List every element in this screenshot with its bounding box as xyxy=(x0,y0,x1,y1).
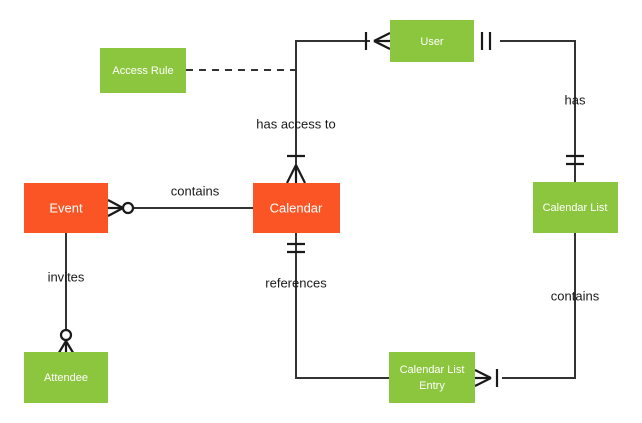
cardinality-calendar-list-top-exactly-one xyxy=(566,154,584,166)
entity-access-rule[interactable]: Access Rule xyxy=(100,48,186,93)
entity-calendar-list-entry-rect[interactable] xyxy=(389,352,475,403)
entity-calendar-list-entry-label-line1: Calendar List xyxy=(400,364,465,376)
entity-attendee-rect[interactable] xyxy=(24,352,108,403)
entity-event-rect[interactable] xyxy=(24,183,108,233)
entity-calendar-list-entry-label-line2: Entry xyxy=(419,380,445,392)
entity-user-label: User xyxy=(420,36,444,48)
cardinality-calendar-bottom-exactly-one xyxy=(287,242,305,254)
relationship-label-has-access-to: has access to xyxy=(256,116,336,131)
edge-user-calendar-list-has xyxy=(500,40,576,182)
relationship-label-has: has xyxy=(565,92,586,107)
entity-access-rule-rect[interactable] xyxy=(100,48,186,93)
entity-event-label: Event xyxy=(49,200,83,215)
edge-user-calendar-has-access-to xyxy=(295,40,370,183)
cardinality-calendar-top-one-or-many xyxy=(286,154,306,184)
cardinality-user-left-one-or-many xyxy=(364,32,391,50)
entity-calendar-list-entry[interactable]: Calendar List Entry xyxy=(389,352,475,403)
relationship-label-contains-list-entry: contains xyxy=(551,288,600,303)
relationship-label-references: references xyxy=(265,275,327,290)
entity-calendar[interactable]: Calendar xyxy=(253,183,340,233)
entity-access-rule-label: Access Rule xyxy=(112,65,173,77)
entity-calendar-list[interactable]: Calendar List xyxy=(533,182,618,233)
entity-calendar-rect[interactable] xyxy=(253,183,340,233)
edge-calendar-list-cle-contains xyxy=(502,233,576,379)
cardinality-event-right-zero-or-many xyxy=(107,199,135,217)
edge-calendar-cle-references xyxy=(295,233,389,379)
cardinality-user-right-exactly-one xyxy=(480,32,492,50)
entity-calendar-label: Calendar xyxy=(270,200,323,215)
entity-attendee[interactable]: Attendee xyxy=(24,352,108,403)
entity-user[interactable]: User xyxy=(390,20,474,62)
cardinality-cle-right-one-or-many xyxy=(474,369,499,387)
relationship-label-invites: invites xyxy=(48,269,85,284)
entity-calendar-list-rect[interactable] xyxy=(533,182,618,233)
relationship-label-contains-event-calendar: contains xyxy=(171,183,220,198)
entity-attendee-label: Attendee xyxy=(44,372,88,384)
entity-calendar-list-label: Calendar List xyxy=(543,202,608,214)
entity-user-rect[interactable] xyxy=(390,20,474,62)
entity-event[interactable]: Event xyxy=(24,183,108,233)
